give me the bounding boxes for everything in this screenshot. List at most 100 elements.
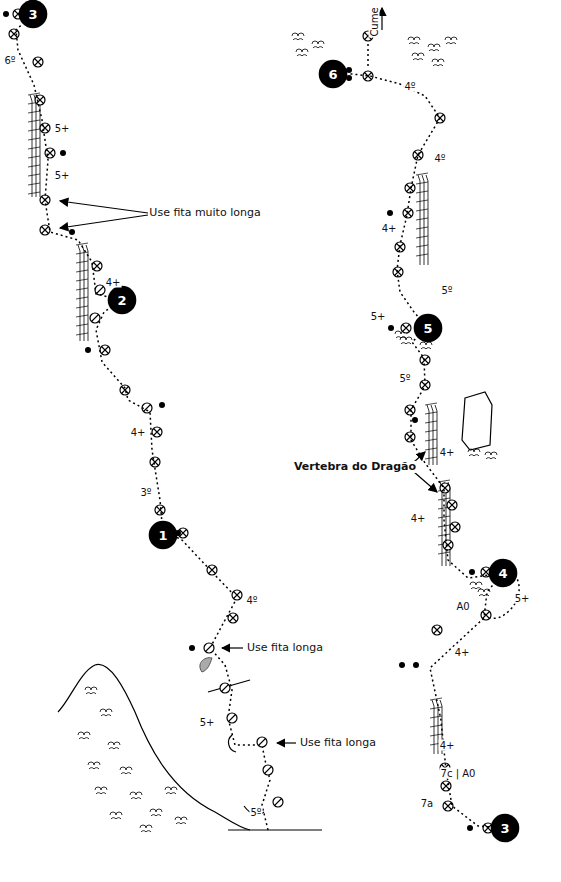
crack-texture xyxy=(416,200,428,202)
vegetation xyxy=(468,449,480,456)
crack-texture xyxy=(431,405,433,465)
vegetation xyxy=(400,337,412,344)
vegetation xyxy=(408,37,420,44)
leader-arrow xyxy=(60,215,148,228)
crack-texture xyxy=(76,315,88,317)
crack-texture xyxy=(28,192,40,194)
route-connector xyxy=(430,585,493,827)
anchor-dot xyxy=(387,210,393,216)
crack-texture xyxy=(28,183,40,185)
vegetation xyxy=(432,59,444,66)
anchor-dot xyxy=(69,229,75,235)
leader-arrow xyxy=(277,742,296,743)
station-number: 5 xyxy=(413,313,443,343)
crack-texture xyxy=(86,245,88,341)
anchor-dot xyxy=(159,402,165,408)
route-connector xyxy=(349,74,440,316)
bolt-symbol xyxy=(257,737,267,747)
grade-label: 7a xyxy=(420,798,435,809)
bolt-symbol xyxy=(432,625,442,635)
bolt-symbol xyxy=(40,123,50,133)
station-number: 6 xyxy=(318,59,348,89)
vegetation xyxy=(485,452,497,459)
grade-label: 5+ xyxy=(54,170,71,181)
crack-texture xyxy=(425,403,437,405)
bolt-symbol xyxy=(403,208,413,218)
bolt-symbol xyxy=(443,801,453,811)
anchor-dot xyxy=(467,825,473,831)
station-number: 4 xyxy=(488,558,518,588)
vegetation xyxy=(470,582,482,589)
grade-label: 4º xyxy=(433,153,446,164)
vegetation xyxy=(312,41,324,48)
crack-texture xyxy=(76,279,88,281)
bolt-symbol xyxy=(263,765,273,775)
crack-texture xyxy=(28,165,40,167)
route-line xyxy=(174,536,270,830)
grade-label: 5+ xyxy=(199,717,216,728)
crack-texture xyxy=(430,707,442,709)
crack-texture xyxy=(416,209,428,211)
grade-label: 4+ xyxy=(381,223,398,234)
feature-label: Vertebra do Dragão xyxy=(293,461,417,473)
crack-texture xyxy=(425,457,437,459)
gear-note: Use fita longa xyxy=(299,737,377,749)
crack-texture xyxy=(416,173,428,175)
crack-texture xyxy=(425,439,437,441)
leader-arrow xyxy=(60,201,148,213)
station-number: 3 xyxy=(18,0,48,29)
gear-note: Use fita longa xyxy=(246,642,324,654)
belay-station: 3 xyxy=(490,813,520,843)
ledge-line xyxy=(208,680,250,692)
crack-texture xyxy=(418,175,420,265)
vegetation xyxy=(130,792,142,799)
anchor-dot xyxy=(388,325,394,331)
crack-texture xyxy=(425,430,437,432)
bolt-symbol xyxy=(207,565,217,575)
bolt-symbol xyxy=(450,522,460,532)
crack-texture xyxy=(416,191,428,193)
grade-label: 4º xyxy=(403,81,416,92)
hill-outline xyxy=(58,664,250,830)
grade-label: 5+ xyxy=(370,311,387,322)
vegetation xyxy=(108,742,120,749)
belay-station: 2 xyxy=(107,285,137,315)
crack-texture xyxy=(76,270,88,272)
vegetation xyxy=(100,709,112,716)
bolt-symbol xyxy=(120,385,130,395)
grade-label: 4+ xyxy=(410,513,427,524)
crack-texture xyxy=(34,95,36,197)
belay-station: 3 xyxy=(18,0,48,29)
boulder xyxy=(462,392,492,450)
crack-texture xyxy=(76,324,88,326)
vegetation xyxy=(140,825,152,832)
vegetation xyxy=(150,809,162,816)
crack-texture xyxy=(422,175,424,265)
bolt-symbol xyxy=(33,57,43,67)
hanger-arc xyxy=(229,735,236,752)
vegetation xyxy=(95,787,107,794)
anchor-dot xyxy=(412,417,418,423)
crack-texture xyxy=(416,218,428,220)
bolt-symbol xyxy=(273,797,283,807)
bolt-symbol xyxy=(40,225,50,235)
grade-label: 4+ xyxy=(130,427,147,438)
crack-texture xyxy=(416,245,428,247)
bolt-symbol xyxy=(150,457,160,467)
belay-station: 1 xyxy=(148,520,178,550)
station-number: 3 xyxy=(490,813,520,843)
bolt-symbol xyxy=(401,323,411,333)
grade-label: 4º xyxy=(245,595,258,606)
vegetation xyxy=(85,687,97,694)
anchor-dot xyxy=(399,662,405,668)
crack-texture xyxy=(430,725,442,727)
crack-texture xyxy=(438,534,450,536)
vegetation xyxy=(120,767,132,774)
grade-label: Cume xyxy=(369,6,380,37)
bolt-symbol xyxy=(204,643,214,653)
bolt-symbol xyxy=(440,483,450,493)
crack-texture xyxy=(425,421,437,423)
crack-texture xyxy=(416,227,428,229)
vegetation xyxy=(445,37,457,44)
